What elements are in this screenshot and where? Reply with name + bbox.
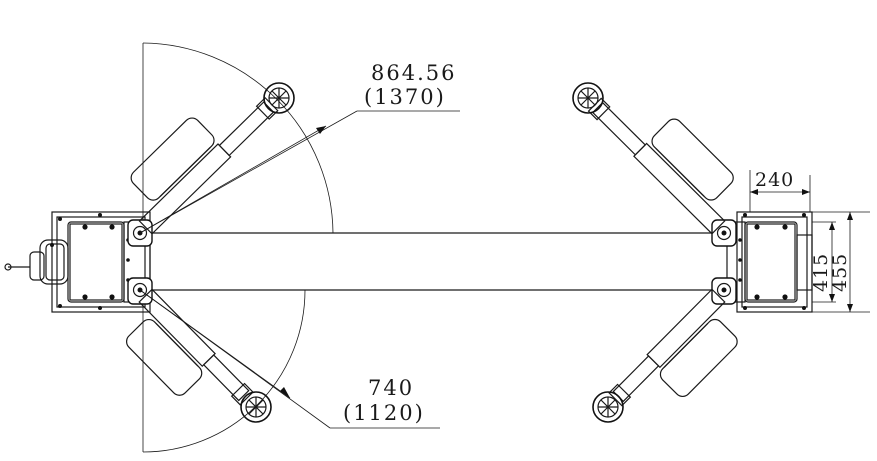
base-inner-width-label: 415: [810, 253, 832, 292]
lower-arm-reach-alt-label: (1120): [343, 401, 425, 425]
lift-pad-lower-right: [592, 391, 624, 423]
lift-pad-upper-right: [572, 82, 604, 114]
right-column: [711, 211, 813, 313]
dim-240-arrow-right: [802, 189, 810, 195]
lower-arm-swing-arc: [142, 289, 306, 453]
column-depth-label: 240: [755, 169, 794, 191]
dim-455-arrow-top: [847, 212, 853, 220]
dim-240-arrow-left: [750, 189, 758, 195]
lower-dim-arrow: [280, 387, 290, 398]
dim-415-arrow-top: [829, 222, 835, 230]
upper-dim-arrow: [316, 126, 326, 134]
dim-415-arrow-bottom: [829, 294, 835, 302]
upper-arm-reach-alt-label: (1370): [364, 85, 446, 109]
upper-arm-reach-label: 864.56: [371, 61, 456, 85]
upper-right-arm: [587, 97, 734, 235]
lower-dim-leader-2: [139, 289, 291, 399]
lower-right-arm: [608, 288, 738, 407]
lift-pad-lower-left: [240, 391, 272, 423]
upper-dim-leader-2: [139, 125, 327, 234]
base-outer-width-label: 455: [829, 253, 851, 292]
left-column: [4, 211, 153, 313]
lift-pad-upper-left: [263, 82, 295, 114]
upper-arm-swing-arc: [142, 42, 334, 234]
lower-left-arm: [125, 288, 254, 406]
dim-455-arrow-bottom: [847, 304, 853, 312]
lower-arm-reach-label: 740: [368, 376, 414, 400]
upper-left-arm: [130, 96, 279, 235]
